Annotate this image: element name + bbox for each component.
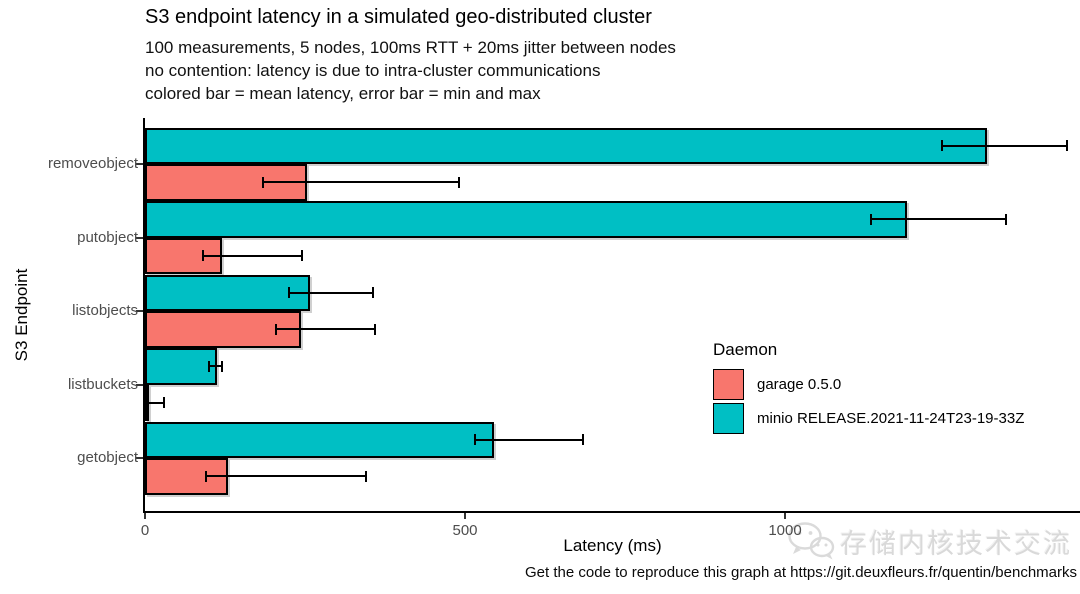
y-axis-label-putobject: putobject: [77, 228, 138, 246]
listbuckets-minio-errorbar: [209, 365, 222, 368]
getobject-minio-errorbar-cap-max: [582, 434, 585, 446]
y-tick-removeobject: [136, 163, 143, 165]
putobject-garage-errorbar-cap-min: [201, 250, 204, 262]
legend-swatch-garage: [713, 369, 744, 400]
legend-swatch-minio: [713, 403, 744, 434]
listobjects-garage-errorbar-cap-max: [374, 323, 377, 335]
removeobject-garage-errorbar: [263, 181, 459, 184]
y-axis-label-removeobject: removeobject: [47, 155, 138, 172]
getobject-minio-errorbar-cap-min: [473, 434, 476, 446]
removeobject-garage-errorbar-cap-min: [262, 176, 265, 188]
listobjects-minio-errorbar: [289, 291, 374, 294]
listobjects-minio-bar: [145, 274, 311, 311]
chart-subtitle: 100 measurements, 5 nodes, 100ms RTT + 2…: [145, 36, 676, 105]
listbuckets-minio-errorbar-cap-max: [220, 360, 223, 372]
legend-label-garage: garage 0.5.0: [757, 376, 842, 393]
listobjects-garage-bar: [145, 311, 301, 348]
putobject-garage-errorbar: [202, 254, 302, 257]
x-tick-500: [464, 513, 466, 519]
y-tick-listobjects: [136, 310, 143, 312]
y-tick-getobject: [136, 457, 143, 459]
y-tick-putobject: [136, 236, 143, 239]
removeobject-minio-errorbar: [941, 144, 1067, 147]
y-axis-label-listbuckets: listbuckets: [67, 375, 138, 393]
x-tick-label-0: 0: [140, 522, 150, 539]
legend-item-garage: garage 0.5.0: [713, 369, 1024, 400]
legend: Daemon garage 0.5.0 minio RELEASE.2021-1…: [713, 340, 1024, 437]
listobjects-minio-errorbar-cap-max: [372, 287, 375, 299]
getobject-minio-errorbar: [474, 438, 584, 441]
getobject-minio-bar: [145, 421, 494, 458]
listbuckets-minio-errorbar-cap-min: [208, 360, 210, 372]
listobjects-minio-errorbar-cap-min: [288, 287, 290, 299]
getobject-garage-errorbar-cap-max: [364, 470, 367, 482]
x-tick-label-500: 500: [452, 522, 478, 539]
listbuckets-garage-errorbar-cap-max: [163, 397, 166, 409]
putobject-minio-errorbar-cap-max: [1004, 213, 1007, 225]
x-tick-0: [144, 513, 146, 519]
removeobject-minio-errorbar-cap-max: [1065, 140, 1068, 152]
legend-title: Daemon: [713, 340, 778, 359]
caption: Get the code to reproduce this graph at …: [525, 564, 1077, 581]
y-axis-label-getobject: getobject: [77, 449, 138, 466]
y-axis-line: [143, 118, 145, 513]
putobject-minio-errorbar: [871, 218, 1006, 221]
legend-label-minio: minio RELEASE.2021-11-24T23-19-33Z: [757, 410, 1025, 427]
removeobject-minio-bar: [145, 127, 987, 164]
putobject-minio-bar: [145, 201, 907, 238]
listbuckets-minio-bar: [145, 348, 217, 385]
legend-item-minio: minio RELEASE.2021-11-24T23-19-33Z: [713, 403, 1024, 434]
y-axis-label-listobjects: listobjects: [72, 302, 138, 319]
removeobject-minio-errorbar-cap-min: [940, 140, 943, 152]
x-axis-title: Latency (ms): [563, 536, 662, 555]
listobjects-garage-errorbar: [276, 328, 376, 331]
putobject-minio-errorbar-cap-min: [870, 213, 873, 225]
x-tick-label-1000: 1000: [768, 522, 802, 539]
y-tick-listbuckets: [136, 383, 143, 386]
subtitle-line-3: colored bar = mean latency, error bar = …: [145, 84, 541, 103]
listbuckets-garage-errorbar-cap-min: [144, 397, 147, 409]
x-tick-1000: [784, 513, 786, 519]
getobject-garage-errorbar-cap-min: [204, 470, 207, 482]
subtitle-line-2: no contention: latency is due to intra-c…: [145, 61, 601, 80]
x-axis-line: [143, 511, 1080, 513]
chart-title: S3 endpoint latency in a simulated geo-d…: [145, 6, 652, 28]
getobject-garage-errorbar: [205, 475, 366, 478]
removeobject-garage-errorbar-cap-max: [457, 176, 460, 188]
listbuckets-garage-errorbar: [145, 401, 165, 404]
putobject-garage-errorbar-cap-max: [300, 250, 303, 262]
listobjects-garage-errorbar-cap-min: [275, 323, 278, 335]
subtitle-line-1: 100 measurements, 5 nodes, 100ms RTT + 2…: [145, 38, 676, 57]
